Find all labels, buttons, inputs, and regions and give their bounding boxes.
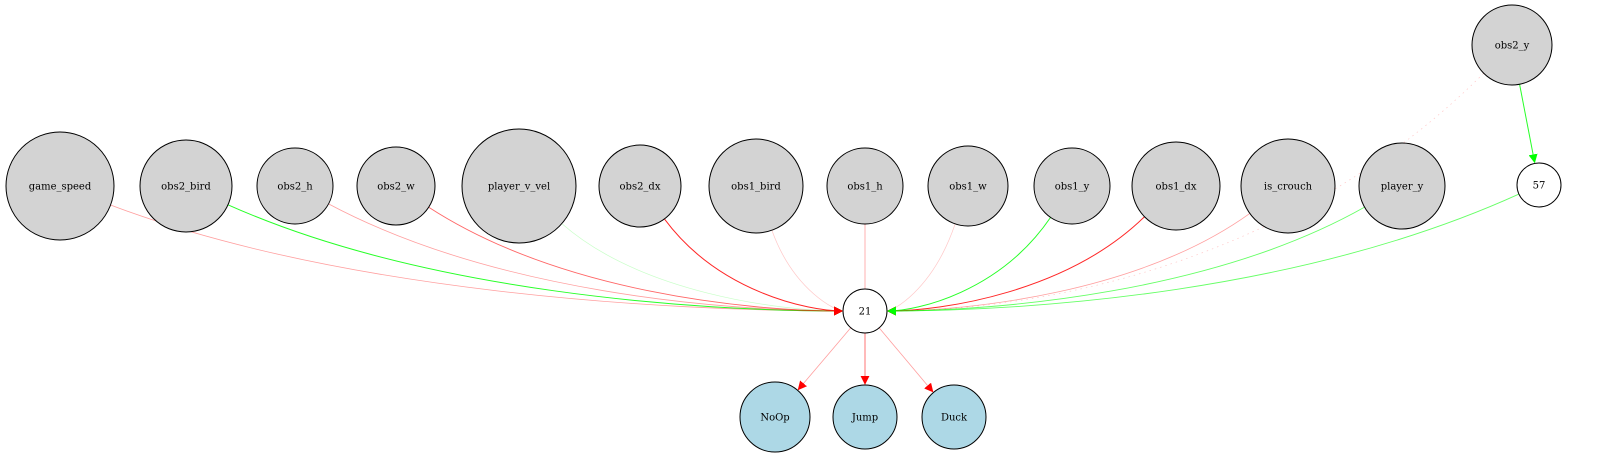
node-obs1_h: obs1_h — [826, 147, 904, 225]
node-n57: 57 — [1516, 162, 1562, 208]
edge-obs2_y-to-n57 — [1519, 84, 1538, 164]
node-label-obs1_h: obs1_h — [847, 182, 883, 193]
node-obs2_h: obs2_h — [256, 147, 334, 225]
node-label-game_speed: game_speed — [29, 182, 92, 193]
node-label-duck: Duck — [941, 413, 968, 424]
node-circle-obs2_y — [1471, 4, 1553, 86]
node-label-noop: NoOp — [760, 413, 789, 424]
node-obs1_dx: obs1_dx — [1131, 141, 1221, 231]
edge-obs2_dx-to-n21 — [664, 218, 843, 316]
edge-obs2_bird-to-n21 — [227, 204, 843, 316]
node-obs2_w: obs2_w — [356, 146, 436, 226]
node-circle-obs2_h — [256, 147, 334, 225]
node-circle-obs2_w — [356, 146, 436, 226]
node-label-player_y: player_y — [1381, 182, 1424, 193]
node-circle-is_crouch — [1240, 138, 1336, 234]
edge-obs2_h-to-n21 — [328, 203, 843, 316]
node-circle-noop — [739, 381, 811, 453]
node-player_v_vel: player_v_vel — [461, 128, 577, 244]
node-circle-n21 — [842, 288, 888, 334]
node-label-obs1_y: obs1_y — [1055, 182, 1090, 193]
node-circle-obs2_bird — [139, 139, 233, 233]
node-label-obs2_h: obs2_h — [277, 182, 313, 193]
node-label-obs2_w: obs2_w — [377, 182, 415, 193]
node-obs2_y: obs2_y — [1471, 4, 1553, 86]
node-label-obs1_dx: obs1_dx — [1156, 182, 1197, 193]
node-label-n57: 57 — [1533, 181, 1546, 192]
edge-obs1_bird-to-n21 — [771, 230, 843, 316]
node-label-obs2_dx: obs2_dx — [620, 182, 661, 193]
edge-is_crouch-to-n21 — [887, 213, 1251, 316]
nodes-layer: game_speed obs2_bird obs2_h obs2_w player_v_… — [5, 4, 1562, 453]
node-duck: Duck — [921, 384, 987, 450]
node-circle-duck — [921, 384, 987, 450]
node-label-obs2_bird: obs2_bird — [161, 182, 211, 193]
node-label-player_v_vel: player_v_vel — [488, 182, 550, 193]
edge-obs2_w-to-n21 — [428, 206, 843, 316]
edge-player_v_vel-to-n21 — [561, 223, 843, 316]
node-circle-player_v_vel — [461, 128, 577, 244]
node-player_y: player_y — [1358, 142, 1446, 230]
node-circle-jump — [832, 384, 898, 450]
node-circle-game_speed — [5, 131, 115, 241]
node-obs1_w: obs1_w — [927, 145, 1009, 227]
node-label-n21: 21 — [859, 307, 872, 318]
node-is_crouch: is_crouch — [1240, 138, 1336, 234]
node-circle-obs1_y — [1033, 147, 1111, 225]
edges-layer — [110, 73, 1538, 393]
node-circle-obs1_dx — [1131, 141, 1221, 231]
node-jump: Jump — [832, 384, 898, 450]
edge-obs1_w-to-n21 — [887, 223, 956, 316]
edge-n57-to-n21 — [887, 193, 1520, 316]
node-game_speed: game_speed — [5, 131, 115, 241]
edge-obs1_dx-to-n21 — [887, 216, 1145, 316]
node-circle-player_y — [1358, 142, 1446, 230]
edge-player_y-to-n21 — [887, 206, 1365, 316]
node-circle-obs2_dx — [598, 144, 682, 228]
edge-n21-to-duck — [878, 327, 934, 393]
node-circle-obs1_bird — [708, 138, 804, 234]
node-label-obs1_bird: obs1_bird — [731, 182, 781, 193]
node-circle-obs1_w — [927, 145, 1009, 227]
node-label-jump: Jump — [851, 413, 878, 424]
node-n21: 21 — [842, 288, 888, 334]
node-circle-obs1_h — [826, 147, 904, 225]
node-circle-n57 — [1516, 162, 1562, 208]
node-obs1_bird: obs1_bird — [708, 138, 804, 234]
node-obs1_y: obs1_y — [1033, 147, 1111, 225]
node-noop: NoOp — [739, 381, 811, 453]
node-obs2_bird: obs2_bird — [139, 139, 233, 233]
node-label-obs1_w: obs1_w — [949, 182, 987, 193]
edge-obs1_y-to-n21 — [887, 217, 1052, 316]
edge-n21-to-noop — [797, 327, 852, 391]
node-label-is_crouch: is_crouch — [1264, 182, 1313, 193]
node-obs2_dx: obs2_dx — [598, 144, 682, 228]
node-label-obs2_y: obs2_y — [1495, 41, 1530, 52]
